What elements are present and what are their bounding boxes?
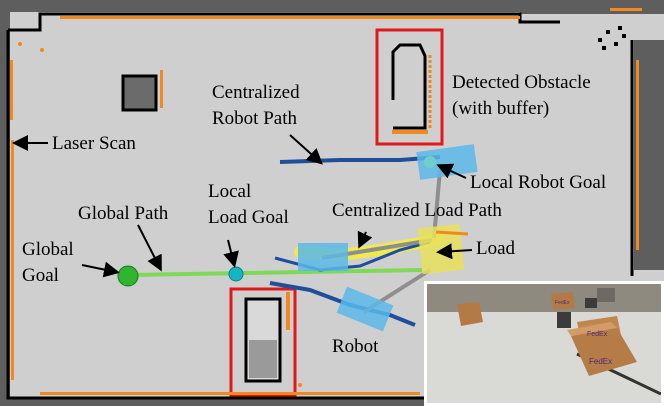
local-robot-goal-marker [424, 156, 436, 168]
arrow-load-path [357, 230, 373, 249]
inset-robot-2 [585, 298, 597, 308]
pillar-obstacle [121, 74, 158, 112]
label-robot: Robot [332, 336, 379, 357]
global-path-line [127, 268, 423, 277]
label-detected-obstacle: Detected Obstacle [452, 72, 591, 93]
inset-robot-1 [557, 312, 571, 328]
annotation-arrows [12, 134, 473, 278]
robot-body-bottom [336, 286, 394, 332]
detected-obstacle-box [375, 28, 444, 146]
arrow-robot-path [289, 134, 323, 165]
inset-box-front-top [567, 322, 617, 336]
arrow-local-load-goal [223, 239, 239, 268]
label-centralized-load-path: Centralized Load Path [332, 200, 502, 221]
load-laser-edge [435, 230, 469, 236]
robot-body-left [298, 243, 348, 271]
label-local-load-goal-1: Local [208, 181, 252, 202]
global-goal-marker [117, 265, 139, 287]
arrow-global-goal [81, 261, 120, 278]
inset-box-front [571, 328, 637, 376]
label-centralized-robot-path-2: Robot Path [212, 108, 297, 129]
label-global-path: Global Path [78, 203, 169, 224]
map-outer-bottom [0, 398, 424, 406]
label-local-robot-goal: Local Robot Goal [470, 172, 607, 193]
inset-box-label-front: FedEx [589, 357, 612, 366]
inset-box-label-back: FedEx [555, 300, 570, 306]
wall-top [8, 12, 560, 32]
label-centralized-robot-path-1: Centralized [212, 82, 300, 103]
map-outer-left [0, 0, 10, 406]
label-load: Load [476, 238, 516, 259]
label-global-goal-1: Global [22, 239, 74, 260]
inset-box-back [551, 292, 575, 310]
inset-box-left [457, 302, 483, 326]
robot-body-top [416, 144, 478, 180]
arrow-global-path [137, 224, 162, 272]
inset-photo: FedEx FedEx FedEx [424, 281, 664, 406]
map-outer-top-right [520, 0, 664, 14]
clutter-top-right [598, 26, 626, 50]
label-global-goal-2: Goal [22, 265, 59, 286]
inset-photo-scene: FedEx FedEx FedEx [427, 284, 661, 403]
map-outer-top [0, 0, 664, 12]
detected-obstacle-outline [391, 43, 427, 130]
local-load-goal-marker [228, 266, 244, 282]
laser-scan-points [10, 8, 642, 395]
label-with-buffer: (with buffer) [452, 98, 550, 119]
inset-wall-panel [597, 288, 615, 302]
bottom-obstacle-fill [249, 340, 277, 378]
arrow-load [436, 243, 473, 260]
label-laser-scan: Laser Scan [52, 133, 136, 154]
inset-box-label-mid: FedEx [587, 331, 608, 338]
label-local-load-goal-2: Load Goal [208, 207, 289, 228]
wall-left-bottom [6, 30, 424, 400]
arrow-local-robot-goal [436, 163, 467, 179]
